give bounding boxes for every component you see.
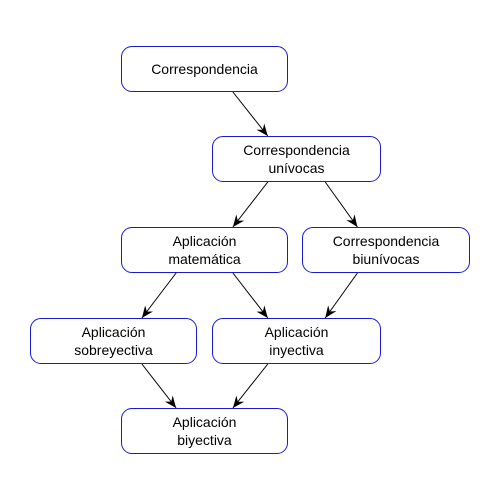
node-aplicacion-biyectiva: Aplicación biyectiva bbox=[121, 408, 288, 454]
node-label: Correspondencia bbox=[151, 61, 258, 77]
node-correspondencia-univocas: Correspondencia unívocas bbox=[212, 136, 381, 182]
edge-correspondencia-univocas-to-aplicacion-matematica bbox=[232, 181, 269, 228]
edge-aplicacion-inyectiva-to-aplicacion-biyectiva bbox=[232, 363, 269, 409]
edge-correspondencia-biunivocas-to-aplicacion-inyectiva bbox=[324, 272, 358, 319]
edge-aplicacion-sobreyectiva-to-aplicacion-biyectiva bbox=[141, 363, 177, 409]
node-label: Aplicación sobreyectiva bbox=[74, 324, 153, 358]
node-aplicacion-matematica: Aplicación matemática bbox=[121, 227, 288, 273]
edge-correspondencia-univocas-to-correspondencia-biunivocas bbox=[324, 181, 358, 228]
node-correspondencia-biunivocas: Correspondencia biunívocas bbox=[302, 227, 470, 273]
node-label: Correspondencia biunívocas bbox=[332, 233, 440, 267]
edge-aplicacion-matematica-to-aplicacion-inyectiva bbox=[232, 272, 269, 319]
node-aplicacion-sobreyectiva: Aplicación sobreyectiva bbox=[30, 318, 197, 364]
node-label: Aplicación inyectiva bbox=[264, 324, 329, 358]
node-label: Correspondencia unívocas bbox=[243, 142, 350, 176]
node-label: Aplicación biyectiva bbox=[172, 414, 237, 448]
edge-aplicacion-matematica-to-aplicacion-sobreyectiva bbox=[141, 272, 177, 319]
node-aplicacion-inyectiva: Aplicación inyectiva bbox=[212, 318, 381, 364]
node-label: Aplicación matemática bbox=[168, 233, 241, 267]
node-correspondencia: Correspondencia bbox=[121, 46, 288, 92]
edge-correspondencia-to-correspondencia-univocas bbox=[232, 91, 269, 137]
